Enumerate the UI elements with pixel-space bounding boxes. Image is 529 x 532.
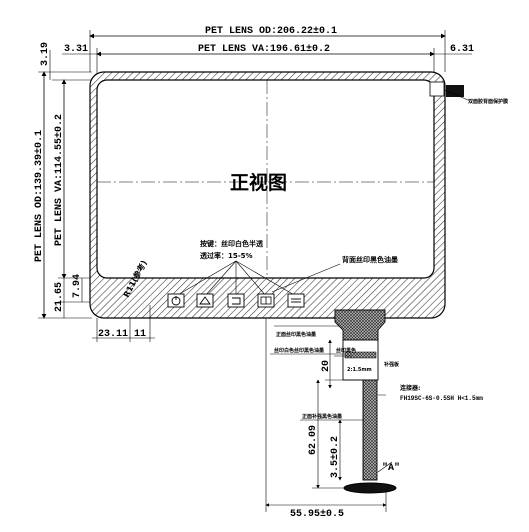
button-note-1: 按键：丝印白色半透 xyxy=(200,239,263,248)
front-view-title: 正视图 xyxy=(230,171,287,194)
left-dimensions xyxy=(38,50,98,319)
connector-title: 连接器: xyxy=(400,384,420,392)
right-margin-dimension: 6.31 xyxy=(450,44,474,55)
fpc-note-1: 正面丝印黑色油墨 xyxy=(276,331,316,338)
list-button[interactable] xyxy=(287,293,305,308)
button-leader-lines xyxy=(175,260,297,297)
top-margin-dimension: 3.19 xyxy=(40,42,51,66)
fpc-note-3: 丝印黑色 xyxy=(336,347,356,354)
home-icon xyxy=(199,296,211,305)
lens-va-height-dimension: PET LENS VA:114.55±0.2 xyxy=(54,114,65,246)
back-button[interactable] xyxy=(227,293,245,308)
top-dimensions xyxy=(62,30,472,80)
list-icon xyxy=(291,298,301,303)
bottom-left-dimensions xyxy=(92,305,155,342)
left-offset-dimension: 23.11 xyxy=(98,329,128,340)
fpc-stiffener-dimension: 3.5±0.2 xyxy=(330,436,341,478)
home-button[interactable] xyxy=(196,293,214,308)
fpc-gap-label: 2:1.5mm xyxy=(347,367,372,373)
button-note-2: 透过率：15-5% xyxy=(200,251,253,260)
lens-od-width-dimension: PET LENS OD:206.22±0.1 xyxy=(205,26,337,37)
lens-od-height-dimension: PET LENS OD:139.39±0.1 xyxy=(34,130,45,262)
power-icon xyxy=(171,296,181,306)
soft-buttons xyxy=(167,293,305,308)
power-button[interactable] xyxy=(167,293,185,308)
back-icon xyxy=(232,297,241,305)
back-print-leader xyxy=(271,263,341,293)
bottom-border-b-dimension: 7.94 xyxy=(72,274,83,298)
lens-va-width-dimension: PET LENS VA:196.61±0.2 xyxy=(198,44,330,55)
back-print-label: 背面丝印黑色油墨 xyxy=(342,255,398,264)
fpc-bend-dimension: 20 xyxy=(321,360,332,372)
tape-label: 双面胶背面保护膜 xyxy=(468,98,508,105)
left-margin-dimension: 3.31 xyxy=(64,44,88,55)
bottom-border-a-dimension: 21.65 xyxy=(54,282,65,312)
fpc-length-dimension: 62.09 xyxy=(308,425,319,455)
menu-button[interactable] xyxy=(257,293,275,308)
fpc-leaders xyxy=(270,325,364,421)
fpc-width-dimension: 55.95±0.5 xyxy=(290,509,344,520)
tape-marker xyxy=(429,81,469,101)
menu-icon xyxy=(260,296,272,305)
fpc-note-4: 补强板 xyxy=(383,361,400,368)
connector-part: FH19SC-6S-0.5SH H<1.5mm xyxy=(400,395,483,402)
lens-outline xyxy=(89,71,446,319)
icon-offset-dimension: 11 xyxy=(134,329,146,340)
fpc-dimensions xyxy=(265,318,387,512)
detail-leader xyxy=(377,461,393,473)
fpc-note-2: 丝印白色丝印黑色油墨 xyxy=(274,347,324,354)
detail-marker-a: "A" xyxy=(382,462,400,474)
fpc-note-5: 正面补强黑色油墨 xyxy=(302,413,342,420)
